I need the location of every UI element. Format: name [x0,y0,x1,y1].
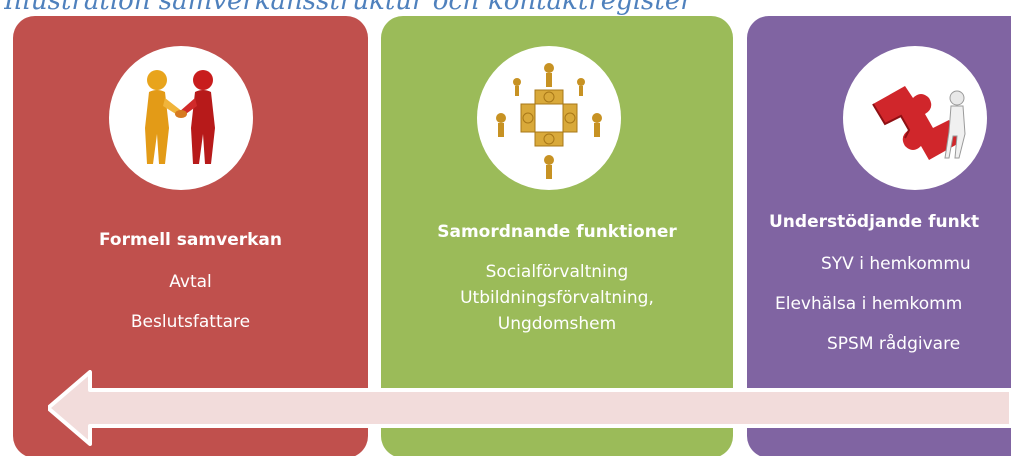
card-line: Utbildningsförvaltning, [460,288,654,308]
card-samordnande-funktioner: Samordnande funktioner Socialförvaltning… [381,16,733,456]
puzzle-network-icon [477,46,621,190]
card-heading: Understödjande funkt [769,212,980,232]
card-line: SYV i hemkommu [821,254,971,274]
card-line: Elevhälsa i hemkomm [775,294,963,314]
handshake-icon [109,46,253,190]
card-formell-samverkan: Formell samverkan Avtal Beslutsfattare [13,16,368,456]
puzzle-piece-icon [843,46,987,190]
left-arrow-icon [48,370,1011,446]
card-line: SPSM rådgivare [827,334,961,354]
page-title: Illustration samverkansstruktur och kont… [4,0,693,16]
card-line: Avtal [169,272,212,292]
card-line: Ungdomshem [497,314,617,334]
card-heading: Formell samverkan [99,230,282,250]
card-heading: Samordnande funktioner [437,222,677,242]
card-understodjande-funktioner: Understödjande funkt SYV i hemkommu Elev… [747,16,1011,456]
card-line: Socialförvaltning [485,262,629,282]
card-line: Beslutsfattare [130,312,251,332]
